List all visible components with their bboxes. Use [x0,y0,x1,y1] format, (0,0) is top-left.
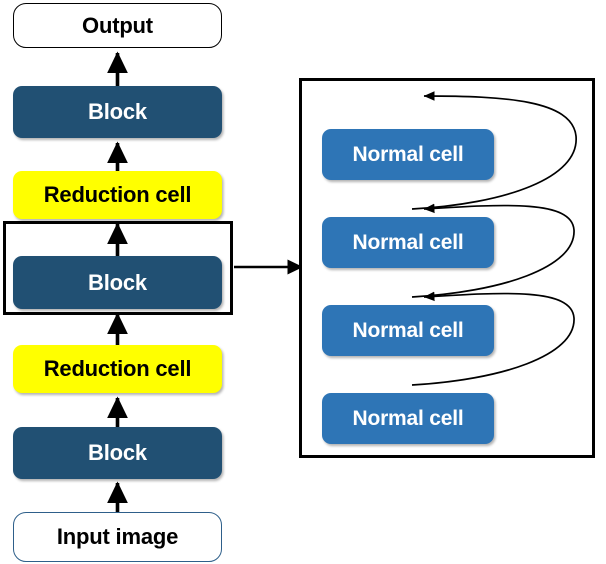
node-output-label: Output [82,12,153,38]
node-input-image[interactable]: Input image [13,512,222,562]
node-normal-cell-4[interactable]: Normal cell [322,129,494,180]
node-block-bottom-label: Block [88,440,147,465]
node-reduction-cell-lower-label: Reduction cell [43,356,192,381]
node-normal-cell-4-label: Normal cell [352,142,464,166]
node-block-top[interactable]: Block [13,86,222,138]
node-input-image-label: Input image [56,524,179,549]
node-block-middle-label: Block [88,269,147,295]
node-normal-cell-3-label: Normal cell [352,230,464,254]
node-normal-cell-3[interactable]: Normal cell [322,217,494,268]
node-output[interactable]: Output [13,3,222,48]
node-block-bottom[interactable]: Block [13,427,222,479]
node-normal-cell-1-label: Normal cell [352,406,464,430]
node-reduction-cell-upper-label: Reduction cell [43,182,192,207]
node-normal-cell-1[interactable]: Normal cell [322,393,494,444]
node-block-top-label: Block [88,99,147,124]
node-normal-cell-2-label: Normal cell [352,318,464,342]
node-block-middle[interactable]: Block [13,256,222,309]
node-reduction-cell-lower[interactable]: Reduction cell [13,345,222,393]
node-reduction-cell-upper[interactable]: Reduction cell [13,171,222,219]
node-normal-cell-2[interactable]: Normal cell [322,305,494,356]
